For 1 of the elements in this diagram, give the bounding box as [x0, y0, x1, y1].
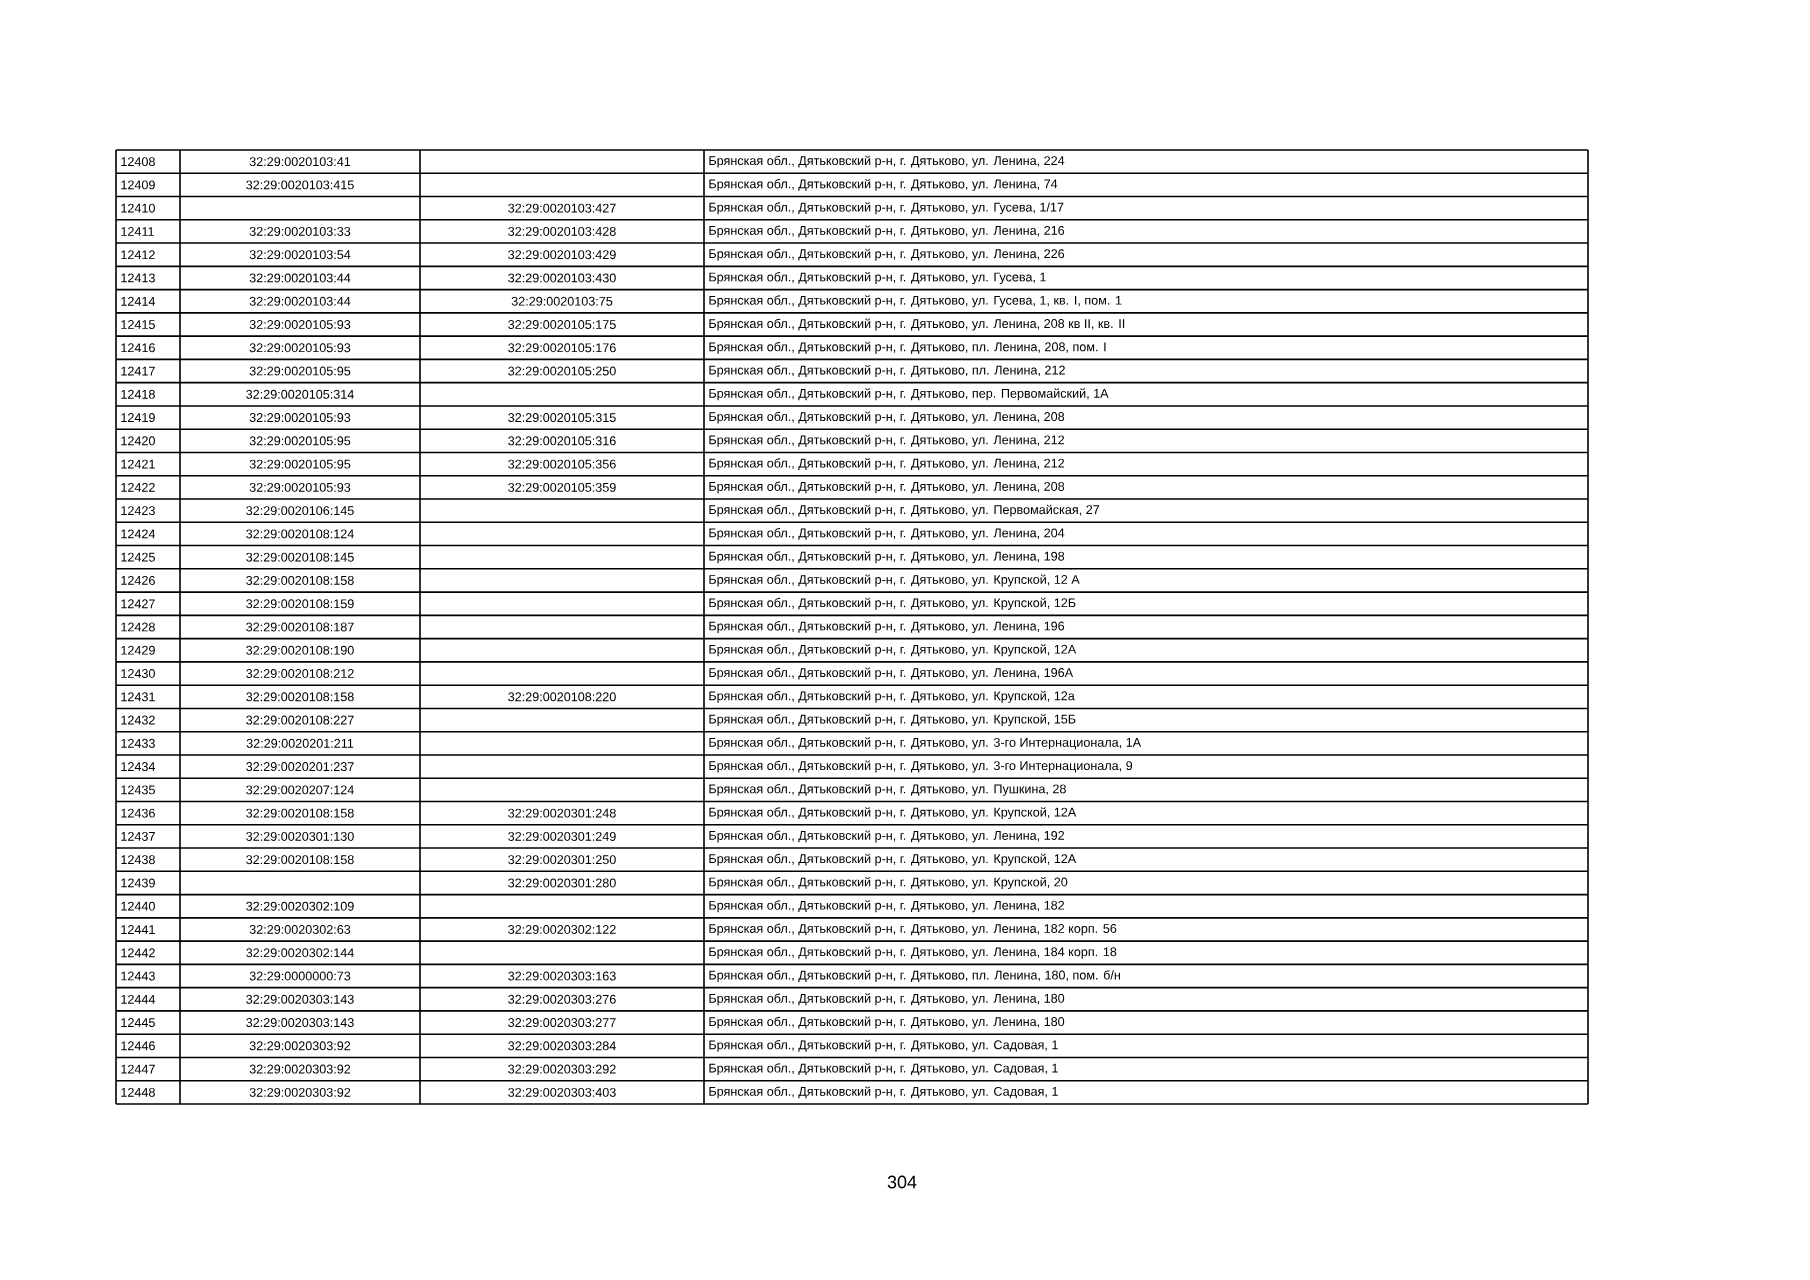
page-number: 304 [887, 1175, 917, 1189]
